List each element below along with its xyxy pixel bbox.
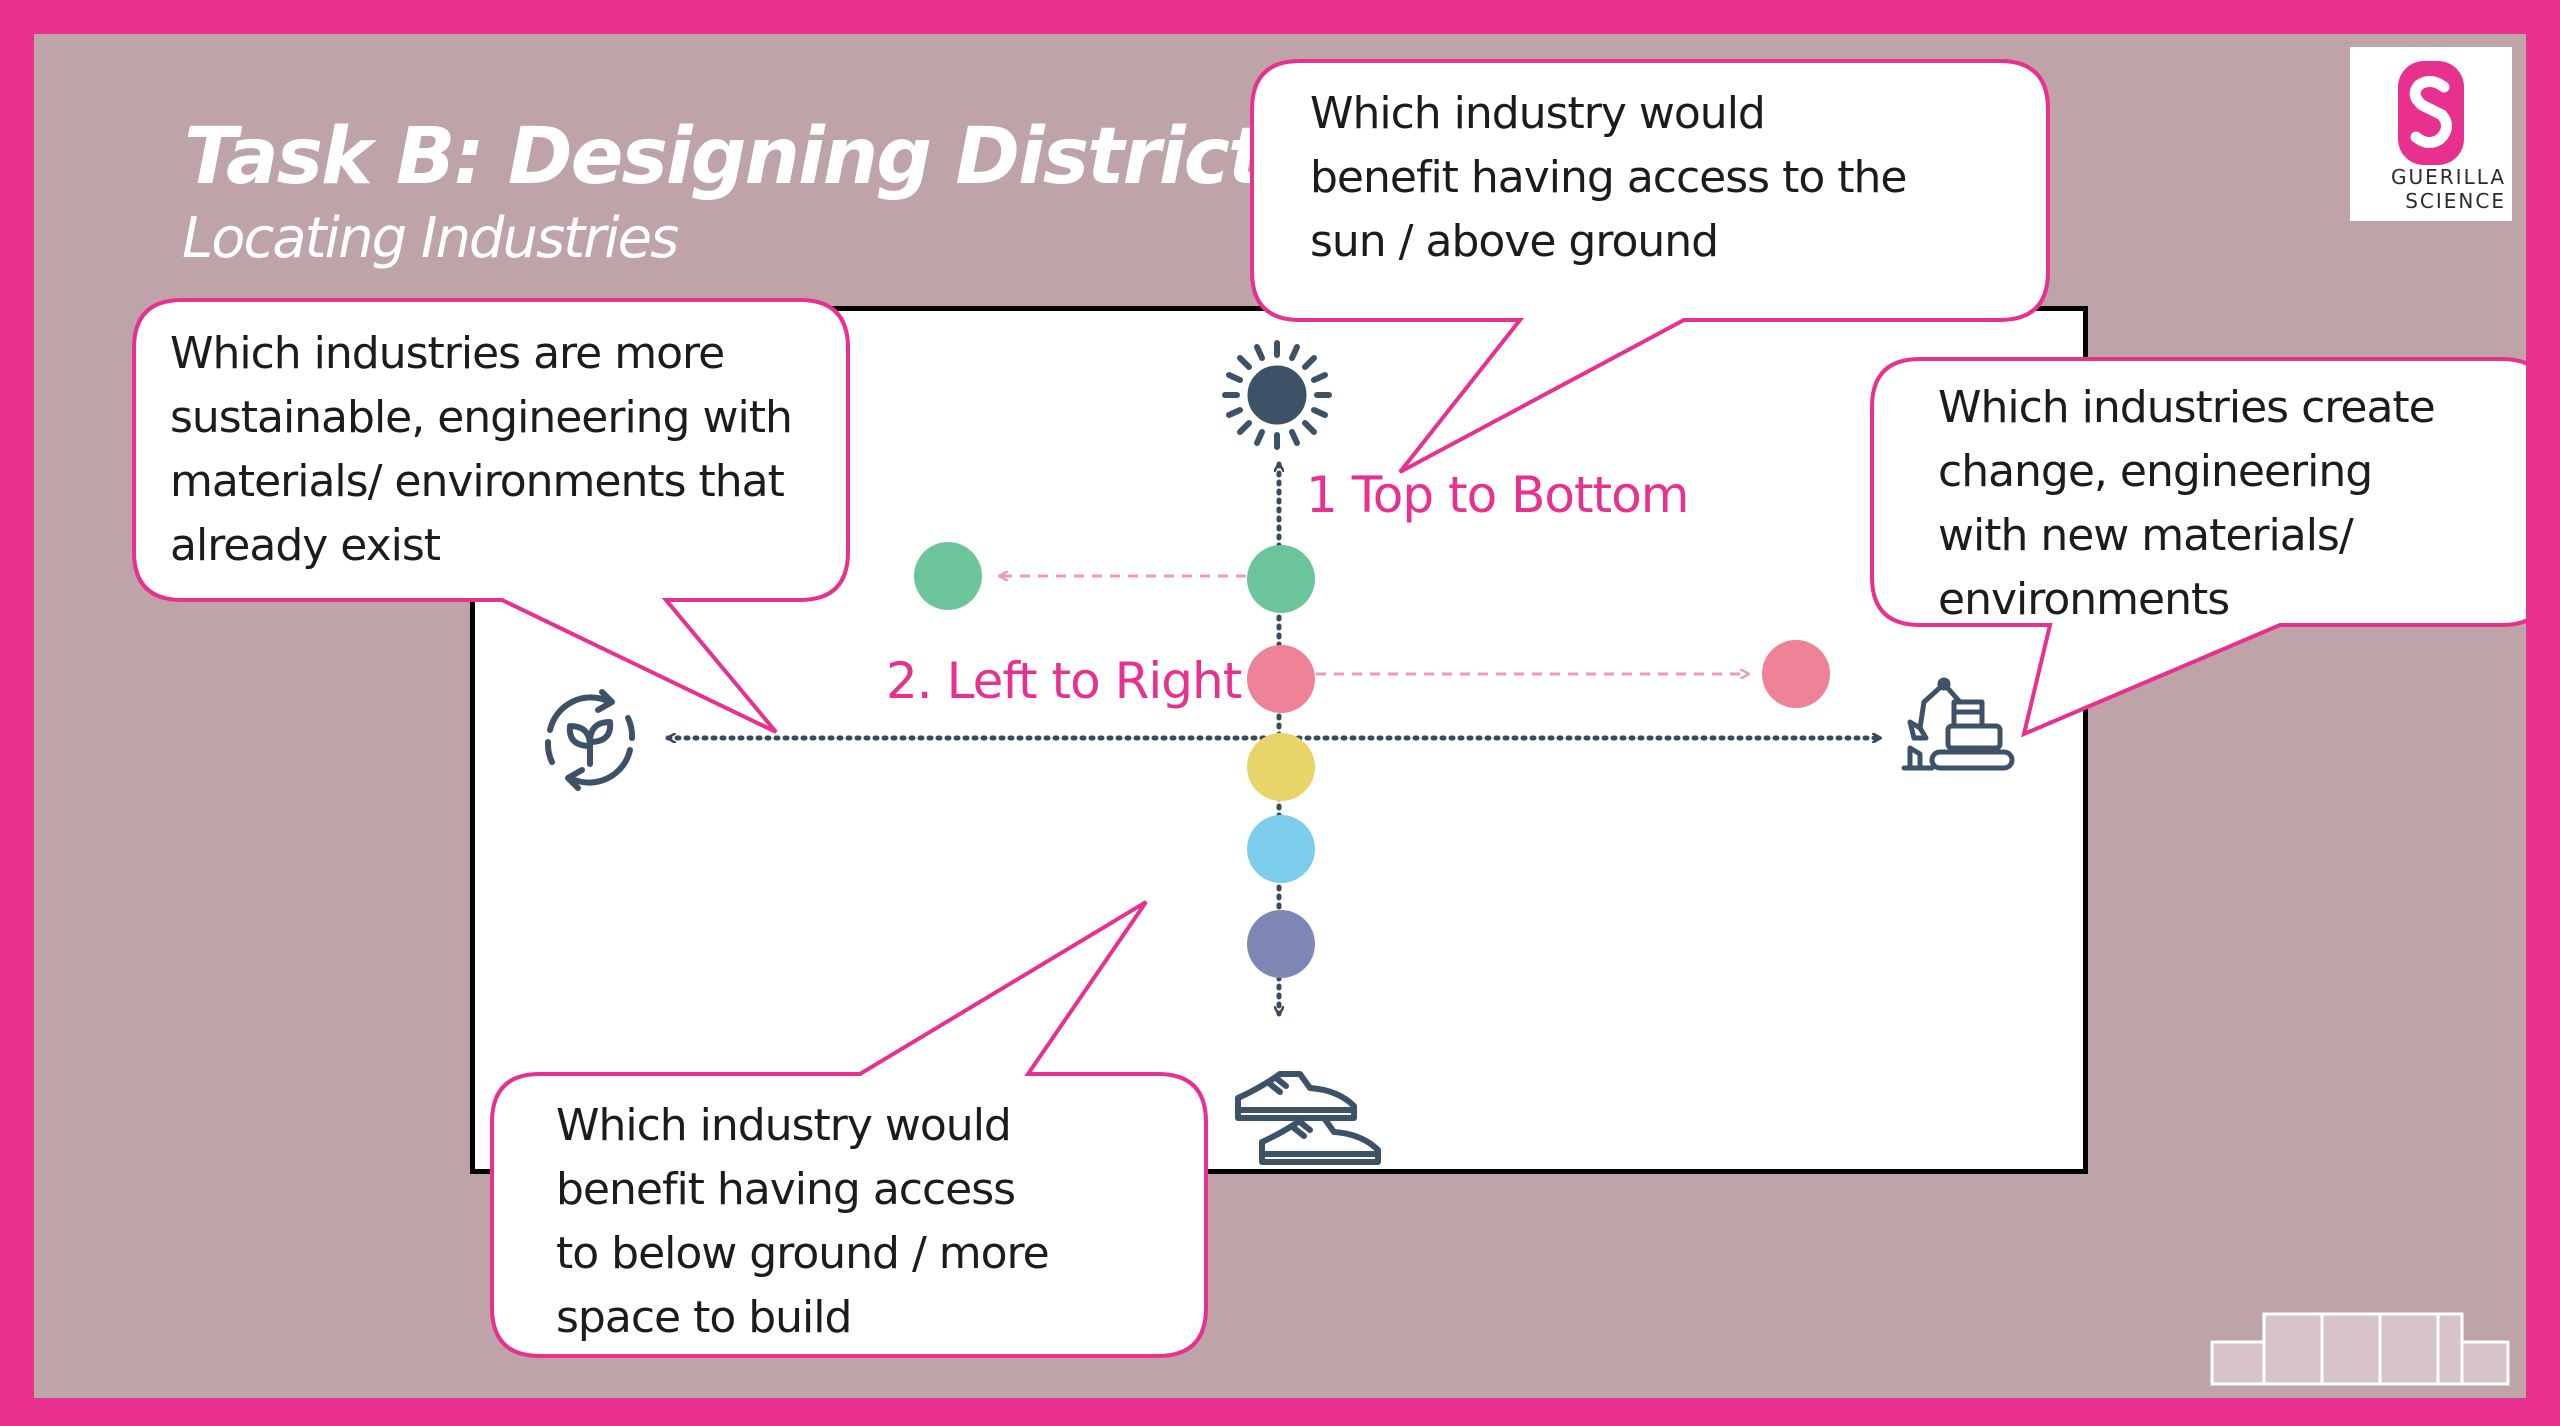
sun-icon [1222,340,1332,450]
excavator-icon [1901,677,2015,771]
horizontal-axis-label: 2. Left to Right [886,652,1242,710]
footer-ornament [2210,1312,2510,1386]
dot-yellow [1247,733,1315,801]
bubble-bottom-text: Which industry would benefit having acce… [556,1100,1050,1343]
speech-bubble-right [1870,357,2526,738]
logo-mark [2398,61,2464,165]
dot-green-moved [914,542,982,610]
diagram-canvas [132,59,2526,1386]
dot-green [1247,545,1315,613]
vertical-axis-label: 1 Top to Bottom [1306,466,1689,524]
shoes-icon [1235,1071,1381,1165]
logo-line1: GUERILLA [2391,165,2506,189]
slide: Task B: Designing District Locating Indu… [34,34,2526,1398]
speech-bubble-bottom [490,900,1208,1358]
bubble-right-text: Which industries create change, engineer… [1938,382,2436,625]
speech-bubble-left [132,298,850,734]
bubble-top-text: Which industry would benefit having acce… [1310,88,1907,267]
dot-pink-moved [1762,640,1830,708]
dot-pink [1247,645,1315,713]
dot-blue [1247,815,1315,883]
dots-layer [914,542,1830,978]
recycle-plant-icon [544,689,636,791]
logo-line2: SCIENCE [2405,189,2506,213]
slide-title: Task B: Designing District [184,112,1265,202]
speech-bubble-top [1250,59,2050,474]
bubble-left-text: Which industries are more sustainable, e… [170,328,793,571]
slide-subtitle: Locating Industries [182,206,679,271]
dot-purple [1247,910,1315,978]
guerilla-science-logo: GUERILLA SCIENCE [2350,47,2512,221]
